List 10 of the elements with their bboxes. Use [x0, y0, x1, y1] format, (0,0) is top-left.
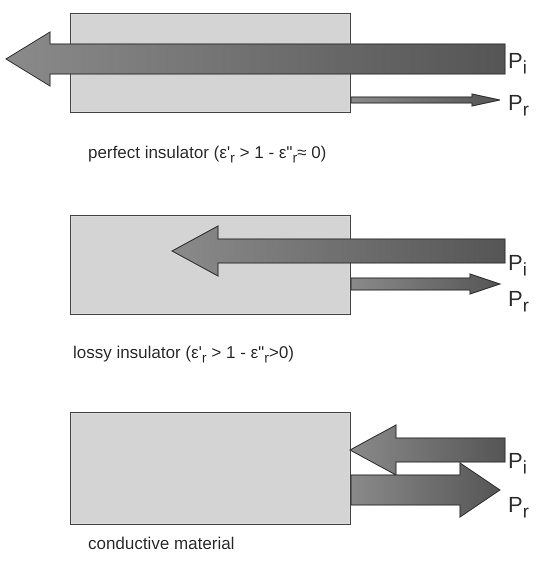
material-label: lossy insulator (ε'$_{r}$ > 1 - ε"$_{r}$>0): [73, 343, 294, 366]
power-label: P$_{i}$: [508, 48, 527, 78]
power-label: P$_{i}$: [508, 250, 527, 280]
material-label: perfect insulator (ε'$_{r}$ > 1 - ε"$_{r}$≈ 0): [88, 143, 326, 166]
power-label: P$_{r}$: [508, 90, 529, 120]
power-label: P$_{i}$: [508, 448, 527, 478]
material-label: conductive material: [88, 534, 234, 554]
power-label: P$_{r}$: [508, 286, 529, 316]
power-label: P$_{r}$: [508, 492, 529, 522]
material-slab: [70, 412, 351, 525]
